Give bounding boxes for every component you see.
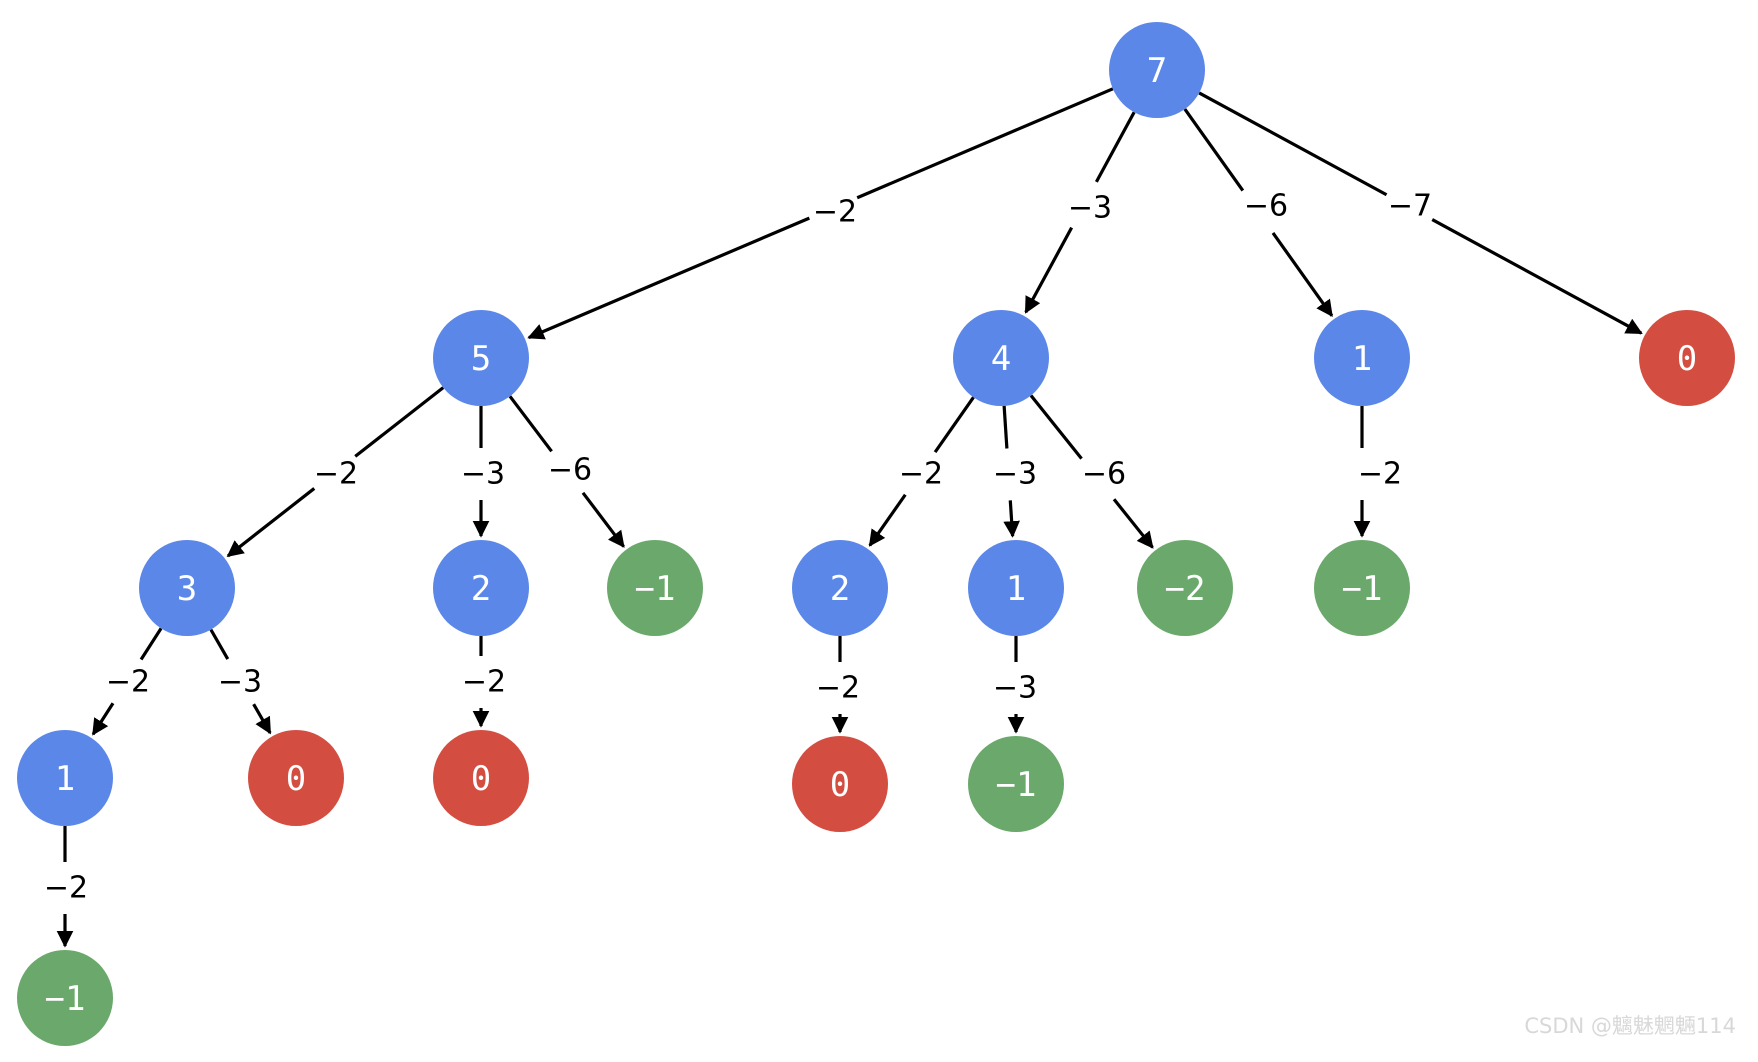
tree-node[interactable]: 0 <box>792 736 888 832</box>
edge-segment <box>139 627 163 661</box>
edge-segment <box>856 87 1114 200</box>
edge-weight-label: −2 <box>1358 457 1402 492</box>
edge-labels-layer: −2 −3 −6 −7 −2 −3 −6 −2 −3 −6 −2 −2 −3 −2 −2 −3 −2 <box>44 189 1432 906</box>
tree-node[interactable]: 4 <box>953 310 1049 406</box>
node-circle[interactable] <box>792 540 888 636</box>
edge-weight-label: −7 <box>1388 189 1432 224</box>
node-circle[interactable] <box>248 730 344 826</box>
csdn-watermark: CSDN @魑魅魍魎114 <box>1524 1014 1736 1038</box>
edge-arrow <box>252 703 272 735</box>
node-circle[interactable] <box>953 310 1049 406</box>
node-value-label: 5 <box>471 339 491 379</box>
node-value-label: 0 <box>286 759 306 799</box>
node-circle[interactable] <box>792 736 888 832</box>
edges-layer <box>56 87 1643 948</box>
tree-node[interactable]: −1 <box>607 540 703 636</box>
tree-node[interactable]: −1 <box>1314 540 1410 636</box>
edge-arrow <box>868 493 907 547</box>
node-circle[interactable] <box>17 950 113 1046</box>
node-circle[interactable] <box>1137 540 1233 636</box>
tree-node[interactable]: 1 <box>968 540 1064 636</box>
edge-segment <box>1029 394 1083 460</box>
node-circle[interactable] <box>1314 540 1410 636</box>
node-value-label: 0 <box>830 765 850 805</box>
node-value-label: 1 <box>1352 339 1372 379</box>
edge-arrow <box>91 702 115 736</box>
edge-segment <box>209 628 230 660</box>
node-value-label: 1 <box>1006 569 1026 609</box>
node-circle[interactable] <box>1639 310 1735 406</box>
node-circle[interactable] <box>607 540 703 636</box>
nodes-layer: 7 5 4 1 0 3 2 −1 2 1 −2 −1 1 0 0 0 −1 −1 <box>17 22 1735 1046</box>
node-circle[interactable] <box>433 310 529 406</box>
node-circle[interactable] <box>1109 22 1205 118</box>
node-value-label: −1 <box>45 979 86 1019</box>
edge-arrow <box>1003 500 1020 538</box>
edge-segment <box>354 386 445 458</box>
node-value-label: −2 <box>1165 569 1206 609</box>
tree-node[interactable]: 2 <box>433 540 529 636</box>
edge-segment <box>933 396 975 454</box>
edge-weight-label: −3 <box>461 457 505 492</box>
edge-weight-label: −2 <box>106 665 150 700</box>
tree-node[interactable]: 7 <box>1109 22 1205 118</box>
edge-weight-label: −3 <box>993 457 1037 492</box>
edge-segment <box>508 395 553 453</box>
node-circle[interactable] <box>1314 310 1410 406</box>
node-value-label: 4 <box>991 339 1011 379</box>
node-circle[interactable] <box>433 540 529 636</box>
tree-node[interactable]: 0 <box>1639 310 1735 406</box>
edge-arrow <box>581 491 625 548</box>
edge-weight-label: −2 <box>44 871 88 906</box>
edge-weight-label: −3 <box>1068 191 1112 226</box>
node-circle[interactable] <box>968 540 1064 636</box>
node-value-label: −1 <box>1342 569 1383 609</box>
edge-weight-label: −3 <box>993 671 1037 706</box>
node-value-label: −1 <box>635 569 676 609</box>
node-circle[interactable] <box>968 736 1064 832</box>
node-value-label: 7 <box>1147 51 1167 91</box>
tree-node[interactable]: −1 <box>17 950 113 1046</box>
node-circle[interactable] <box>139 540 235 636</box>
node-value-label: 3 <box>177 569 197 609</box>
edge-segment <box>1094 111 1136 183</box>
node-value-label: 0 <box>1677 339 1697 379</box>
tree-node[interactable]: 5 <box>433 310 529 406</box>
tree-node[interactable]: 3 <box>139 540 235 636</box>
edge-arrow <box>1431 218 1643 335</box>
edge-arrow <box>1271 232 1334 317</box>
edge-weight-label: −2 <box>899 457 943 492</box>
edge-segment <box>1198 91 1388 197</box>
tree-node[interactable]: 2 <box>792 540 888 636</box>
tree-node[interactable]: 0 <box>433 730 529 826</box>
edge-weight-label: −6 <box>1244 189 1288 224</box>
node-circle[interactable] <box>433 730 529 826</box>
edge-weight-label: −3 <box>218 665 262 700</box>
node-value-label: 0 <box>471 759 491 799</box>
edge-arrow <box>1112 498 1154 549</box>
edge-segment <box>1002 405 1009 449</box>
edge-weight-label: −2 <box>816 671 860 706</box>
tree-node[interactable]: −2 <box>1137 540 1233 636</box>
edge-weight-label: −2 <box>462 665 506 700</box>
node-value-label: −1 <box>996 765 1037 805</box>
edge-weight-label: −6 <box>548 453 592 488</box>
node-value-label: 2 <box>471 569 491 609</box>
edge-arrow <box>1024 226 1074 314</box>
tree-node[interactable]: 0 <box>248 730 344 826</box>
edge-arrow <box>226 487 316 558</box>
edge-weight-label: −6 <box>1082 457 1126 492</box>
edge-weight-label: −2 <box>314 457 358 492</box>
node-circle[interactable] <box>17 730 113 826</box>
node-value-label: 1 <box>55 759 75 799</box>
tree-node[interactable]: −1 <box>968 736 1064 832</box>
tree-node[interactable]: 1 <box>1314 310 1410 406</box>
edge-weight-label: −2 <box>813 195 857 230</box>
tree-node[interactable]: 1 <box>17 730 113 826</box>
node-value-label: 2 <box>830 569 850 609</box>
edge-arrow <box>527 216 810 340</box>
edge-segment <box>1183 108 1245 192</box>
